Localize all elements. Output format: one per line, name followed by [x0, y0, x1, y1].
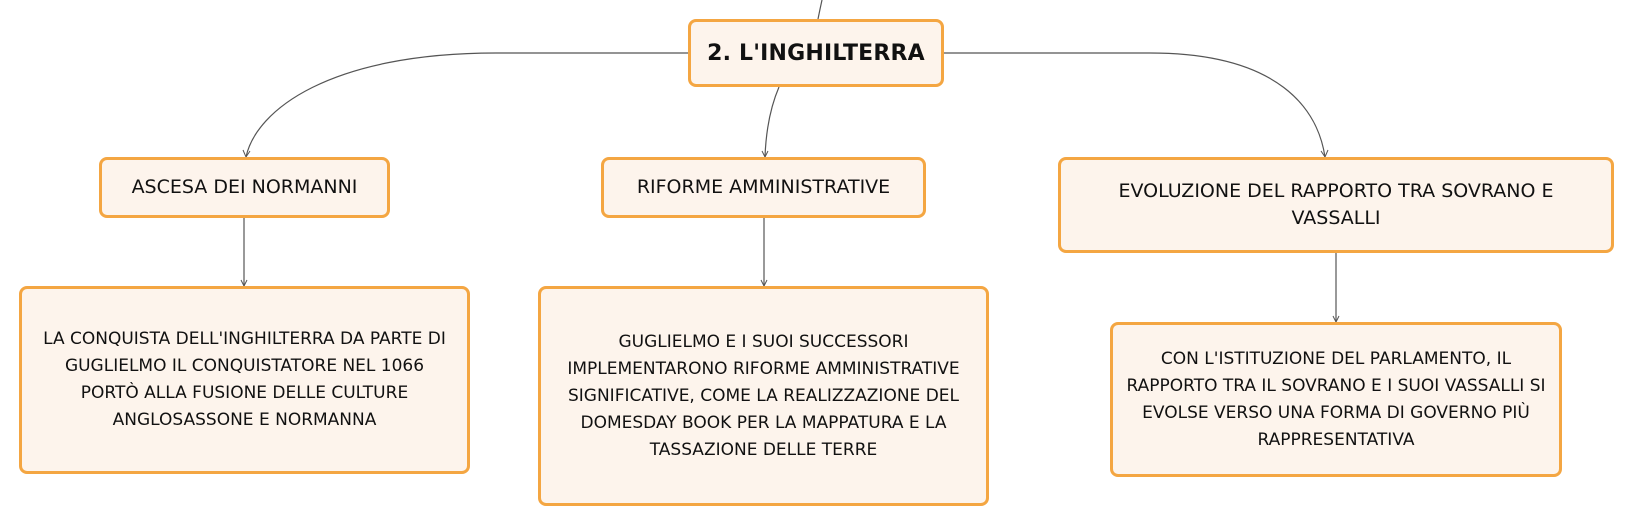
- connector-root-to-evoluzione: [944, 52, 1326, 158]
- connector-root-to-riforme: [764, 86, 780, 158]
- connector-from-parent: [817, 0, 823, 20]
- topic-node-label: RIFORME AMMINISTRATIVE: [636, 176, 891, 198]
- topic-node-riforme-amministrative[interactable]: RIFORME AMMINISTRATIVE: [601, 157, 926, 218]
- detail-node-riforme-amministrative[interactable]: GUGLIELMO E I SUOI SUCCESSORI IMPLEMENTA…: [538, 286, 989, 506]
- topic-node-ascesa-normanni[interactable]: ASCESA DEI NORMANNI: [99, 157, 390, 218]
- topic-node-evoluzione-rapporto[interactable]: EVOLUZIONE DEL RAPPORTO TRA SOVRANO E VA…: [1058, 157, 1614, 253]
- detail-node-text: LA CONQUISTA DELL'INGHILTERRA DA PARTE D…: [43, 329, 446, 430]
- detail-node-evoluzione-rapporto[interactable]: CON L'ISTITUZIONE DEL PARLAMENTO, IL RAP…: [1110, 322, 1562, 477]
- topic-node-label: ASCESA DEI NORMANNI: [131, 176, 358, 198]
- root-node-label: 2. L'INGHILTERRA: [707, 40, 925, 66]
- topic-node-label: EVOLUZIONE DEL RAPPORTO TRA SOVRANO E VA…: [1118, 180, 1554, 229]
- detail-node-ascesa-normanni[interactable]: LA CONQUISTA DELL'INGHILTERRA DA PARTE D…: [19, 286, 470, 474]
- detail-node-text: CON L'ISTITUZIONE DEL PARLAMENTO, IL RAP…: [1126, 348, 1546, 450]
- connector-root-to-normanni: [245, 52, 688, 158]
- root-node[interactable]: 2. L'INGHILTERRA: [688, 19, 944, 87]
- detail-node-text: GUGLIELMO E I SUOI SUCCESSORI IMPLEMENTA…: [567, 331, 960, 460]
